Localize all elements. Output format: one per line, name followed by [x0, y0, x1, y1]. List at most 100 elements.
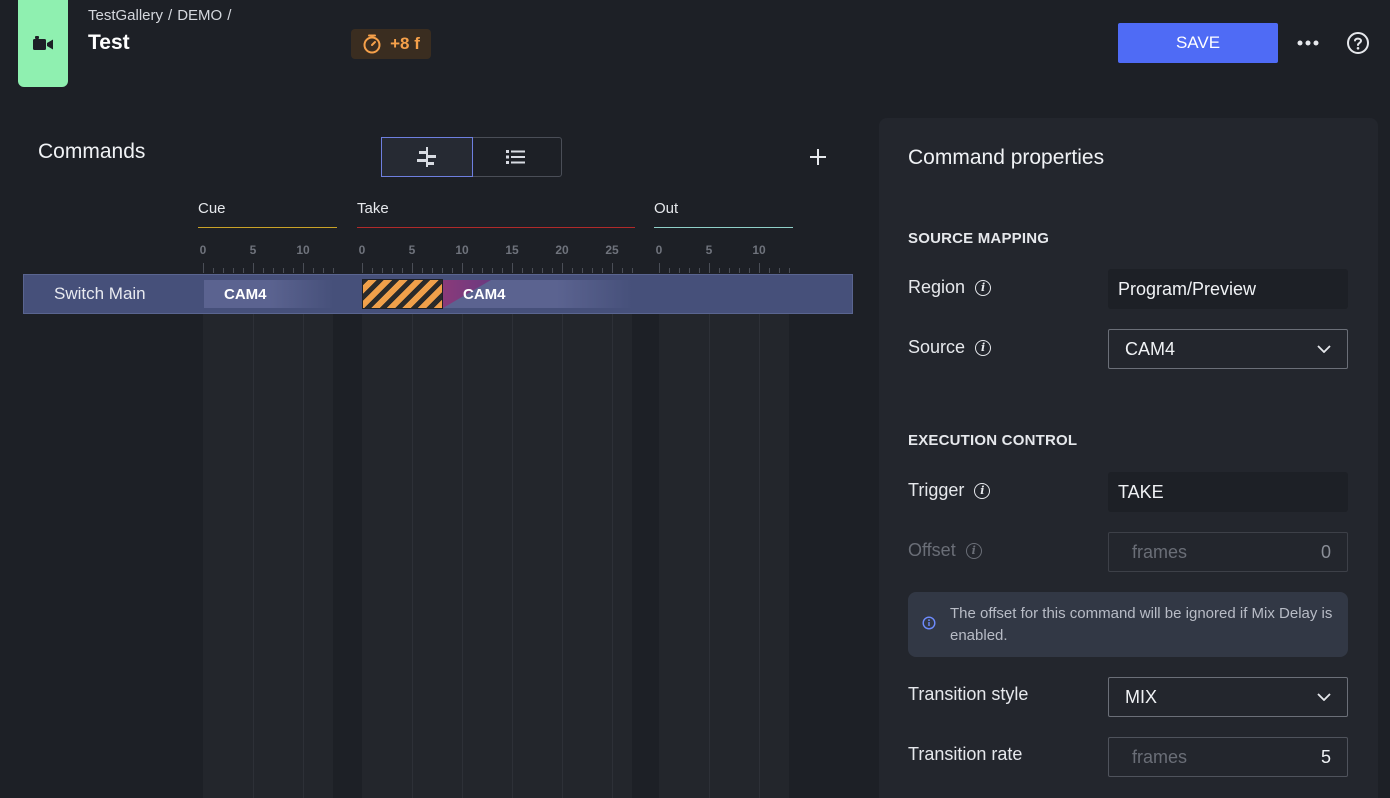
ruler-tick-label: 0: [358, 243, 366, 257]
ruler-tick: [303, 263, 304, 273]
ruler-tick: [492, 268, 493, 273]
phase-label: Cue: [198, 200, 226, 217]
ruler-tick: [442, 268, 443, 273]
section-execution-control: EXECUTION CONTROL: [908, 432, 1078, 449]
timeline-view-button[interactable]: [381, 137, 473, 177]
ruler-tick: [582, 268, 583, 273]
transition-style-value: MIX: [1125, 686, 1158, 707]
delay-hatch-block[interactable]: [362, 279, 443, 309]
transition-style-label: Transition style: [908, 684, 1029, 704]
phase-underline: [357, 227, 635, 228]
ruler-tick: [749, 268, 750, 273]
ruler-tick-label: 15: [505, 243, 519, 257]
ruler-tick: [472, 268, 473, 273]
phase-take: Take: [357, 200, 635, 228]
ruler-tick: [532, 268, 533, 273]
info-icon[interactable]: i: [974, 482, 991, 499]
chevron-down-icon: [1317, 693, 1331, 701]
ruler-tick: [223, 268, 224, 273]
ruler-tick: [522, 268, 523, 273]
ruler-tick: [542, 268, 543, 273]
transition-style-select[interactable]: MIX: [1108, 677, 1348, 717]
breadcrumb-separator: /: [227, 7, 232, 24]
section-source-mapping: SOURCE MAPPING: [908, 230, 1050, 247]
timer-icon: [363, 34, 381, 54]
ruler-tick: [362, 263, 363, 273]
offset-input[interactable]: frames 0: [1108, 532, 1348, 572]
more-horizontal-icon: [1297, 40, 1319, 46]
ruler-tick: [323, 268, 324, 273]
add-command-button[interactable]: [806, 145, 830, 169]
source-select[interactable]: CAM4: [1108, 329, 1348, 369]
phase-label: Out: [654, 200, 679, 217]
ruler-tick: [789, 268, 790, 273]
ruler-tick: [233, 268, 234, 273]
ruler-tick: [602, 268, 603, 273]
breadcrumb-separator: /: [168, 7, 173, 24]
breadcrumb: TestGallery / DEMO /: [88, 7, 231, 24]
help-icon: [1347, 32, 1369, 54]
ruler-tick: [659, 263, 660, 273]
more-options-button[interactable]: [1294, 29, 1322, 57]
save-button[interactable]: SAVE: [1118, 23, 1278, 63]
take-clip[interactable]: CAM4: [443, 280, 633, 308]
ruler-tick: [462, 263, 463, 273]
ruler-tick: [612, 263, 613, 273]
info-icon[interactable]: i: [965, 542, 982, 559]
offset-value: 0: [1320, 541, 1331, 562]
ruler-tick: [283, 268, 284, 273]
ruler-tick: [402, 268, 403, 273]
info-circle-icon: [922, 616, 936, 630]
trigger-value: TAKE: [1108, 472, 1348, 512]
list-view-icon: [506, 150, 526, 164]
timeline-view-icon: [416, 147, 436, 167]
transition-rate-input[interactable]: frames 5: [1108, 737, 1348, 777]
ruler-tick: [422, 268, 423, 273]
source-label: Source i: [908, 337, 992, 358]
ruler-tick: [273, 268, 274, 273]
ruler-tick-label: 5: [249, 243, 257, 257]
ruler-tick: [709, 263, 710, 273]
lane-take: [362, 314, 632, 798]
ruler-tick-label: 5: [705, 243, 713, 257]
help-button[interactable]: [1346, 31, 1370, 55]
ruler-tick: [729, 268, 730, 273]
phase-label: Take: [357, 200, 389, 217]
ruler-tick-label: 10: [455, 243, 469, 257]
list-view-button[interactable]: [472, 138, 562, 176]
track-name: Switch Main: [54, 284, 146, 303]
region-value: Program/Preview: [1108, 269, 1348, 309]
ruler-tick: [699, 268, 700, 273]
info-icon[interactable]: i: [975, 279, 992, 296]
phase-cue: Cue: [198, 200, 337, 228]
ruler-tick: [412, 263, 413, 273]
panel-title: Command properties: [908, 146, 1105, 169]
plus-icon: [810, 149, 826, 165]
ruler-tick-label: 5: [408, 243, 416, 257]
offset-label: Offset i: [908, 540, 982, 561]
ruler-tick: [263, 268, 264, 273]
transition-rate-label: Transition rate: [908, 744, 1023, 764]
chevron-down-icon: [1317, 345, 1331, 353]
track-row-switch-main[interactable]: Switch Main CAM4 CAM4: [23, 274, 853, 314]
cue-clip[interactable]: CAM4: [204, 280, 334, 308]
ruler-tick: [512, 263, 513, 273]
ruler-tick-label: 25: [605, 243, 619, 257]
region-label-text: Region: [908, 277, 966, 297]
lane-cue: [203, 314, 333, 798]
breadcrumb-item-gallery[interactable]: TestGallery: [88, 7, 164, 24]
ruler-tick: [669, 268, 670, 273]
breadcrumb-item-demo[interactable]: DEMO: [177, 7, 223, 24]
ruler-tick: [392, 268, 393, 273]
ruler-tick: [253, 263, 254, 273]
ruler-tick: [759, 263, 760, 273]
ruler-tick-label: 10: [296, 243, 310, 257]
phase-underline: [198, 227, 337, 228]
app-tile[interactable]: [18, 0, 68, 87]
clip-label: CAM4: [463, 285, 506, 303]
info-icon[interactable]: i: [975, 339, 992, 356]
ruler-tick-label: 20: [555, 243, 569, 257]
ruler-tick-label: 0: [655, 243, 663, 257]
offset-label-text: Offset: [908, 540, 956, 560]
